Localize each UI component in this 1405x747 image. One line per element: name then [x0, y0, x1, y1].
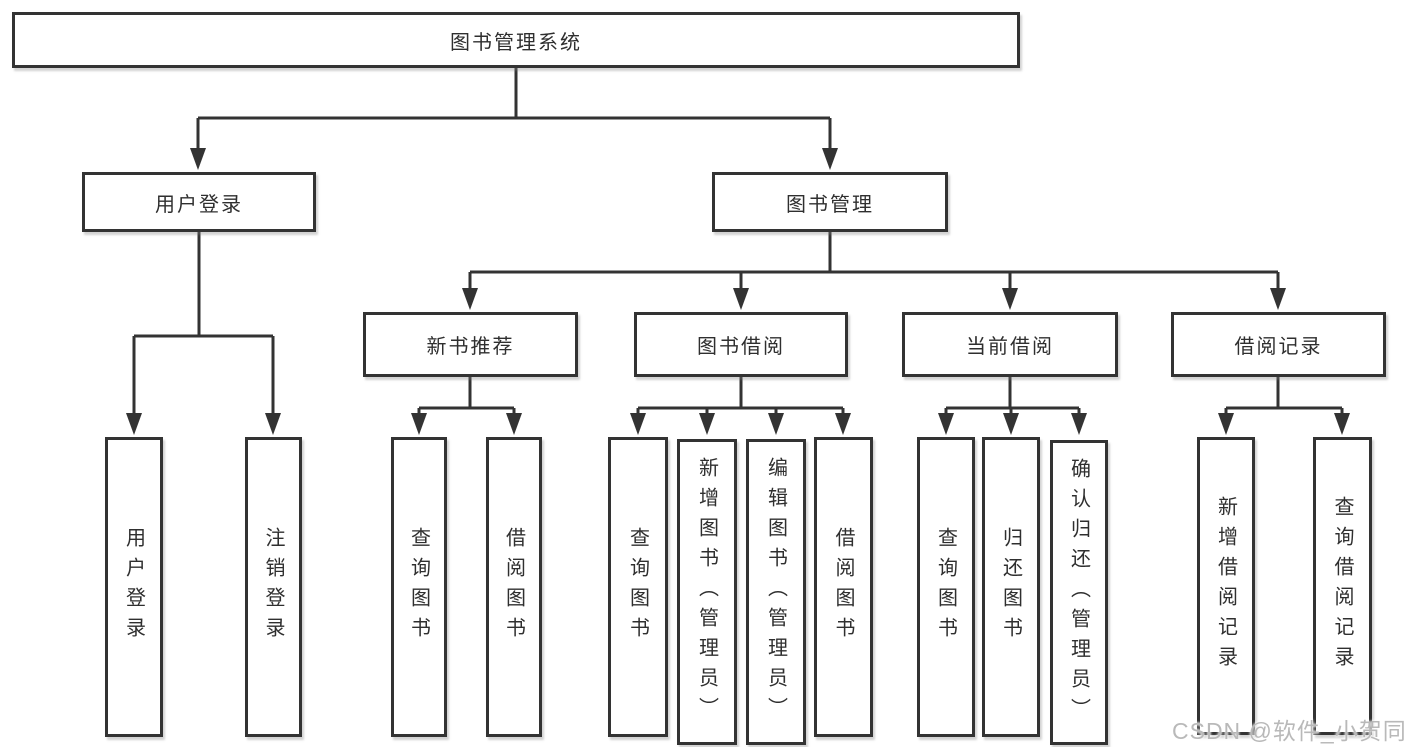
- leaf-label: 用户登录: [122, 527, 145, 647]
- arrow-down-icon: [506, 413, 522, 435]
- arrow-down-icon: [1071, 413, 1087, 435]
- leaf-borrow-borrow-books: 借阅图书: [814, 437, 873, 737]
- connector-path: [132, 68, 1344, 416]
- leaf-records-query-record: 查询借阅记录: [1313, 437, 1372, 735]
- arrow-down-icon: [699, 413, 715, 435]
- arrow-down-icon: [1003, 413, 1019, 435]
- leaf-newbooks-borrow-books: 借阅图书: [486, 437, 542, 737]
- node-borrowing-records: 借阅记录: [1171, 312, 1386, 377]
- node-label: 用户登录: [155, 193, 243, 216]
- arrow-down-icon: [938, 413, 954, 435]
- node-root-system: 图书管理系统: [12, 12, 1020, 68]
- arrow-down-icon: [462, 288, 478, 310]
- leaf-current-return-books: 归还图书: [982, 437, 1040, 737]
- arrow-down-icon: [630, 413, 646, 435]
- leaf-label: 新增图书（管理员）: [695, 457, 718, 727]
- leaf-label: 借阅图书: [502, 527, 525, 647]
- leaf-newbooks-query-books: 查询图书: [391, 437, 447, 737]
- arrow-down-icon: [733, 288, 749, 310]
- leaf-label: 查询图书: [626, 527, 649, 647]
- leaf-records-add-record: 新增借阅记录: [1197, 437, 1255, 735]
- node-label: 借阅记录: [1234, 336, 1323, 358]
- arrow-down-icon: [411, 413, 427, 435]
- arrow-down-icon: [1002, 288, 1018, 310]
- leaf-label: 借阅图书: [832, 527, 854, 647]
- leaf-label: 归还图书: [999, 527, 1022, 647]
- leaf-label: 查询图书: [407, 527, 430, 647]
- leaf-borrow-edit-books-admin: 编辑图书（管理员）: [746, 439, 806, 745]
- csdn-watermark: CSDN @软件_小贺同学: [1172, 718, 1405, 744]
- leaf-label: 查询图书: [934, 527, 957, 647]
- leaf-label: 注销登录: [262, 527, 284, 647]
- node-user-login: 用户登录: [82, 172, 316, 232]
- leaf-label: 新增借阅记录: [1214, 496, 1237, 676]
- node-current-borrowing: 当前借阅: [902, 312, 1118, 377]
- arrow-down-icon: [1334, 413, 1350, 435]
- arrow-down-icon: [265, 413, 281, 435]
- node-label: 当前借阅: [966, 336, 1054, 358]
- arrow-down-icon: [835, 413, 851, 435]
- node-new-book-recommend: 新书推荐: [363, 312, 578, 377]
- leaf-borrow-add-books-admin: 新增图书（管理员）: [677, 439, 737, 745]
- arrowheads: [126, 148, 1350, 435]
- arrow-down-icon: [190, 148, 206, 170]
- node-label: 图书管理系统: [450, 31, 582, 54]
- leaf-label: 编辑图书（管理员）: [764, 457, 787, 727]
- node-label: 图书管理: [786, 193, 874, 216]
- leaf-current-query-books: 查询图书: [917, 437, 975, 737]
- arrow-down-icon: [1270, 288, 1286, 310]
- node-book-management: 图书管理: [712, 172, 948, 232]
- arrow-down-icon: [1218, 413, 1234, 435]
- leaf-user-login: 用户登录: [105, 437, 163, 737]
- node-label: 图书借阅: [697, 336, 785, 358]
- arrow-down-icon: [822, 148, 838, 170]
- leaf-logout: 注销登录: [245, 437, 302, 737]
- arrow-down-icon: [126, 413, 142, 435]
- leaf-label: 确认归还（管理员）: [1067, 457, 1090, 728]
- node-book-borrowing: 图书借阅: [634, 312, 848, 377]
- leaf-current-confirm-return-admin: 确认归还（管理员）: [1050, 440, 1108, 745]
- leaf-borrow-query-books: 查询图书: [608, 437, 668, 737]
- leaf-label: 查询借阅记录: [1331, 496, 1353, 676]
- node-label: 新书推荐: [426, 336, 515, 358]
- arrow-down-icon: [768, 413, 784, 435]
